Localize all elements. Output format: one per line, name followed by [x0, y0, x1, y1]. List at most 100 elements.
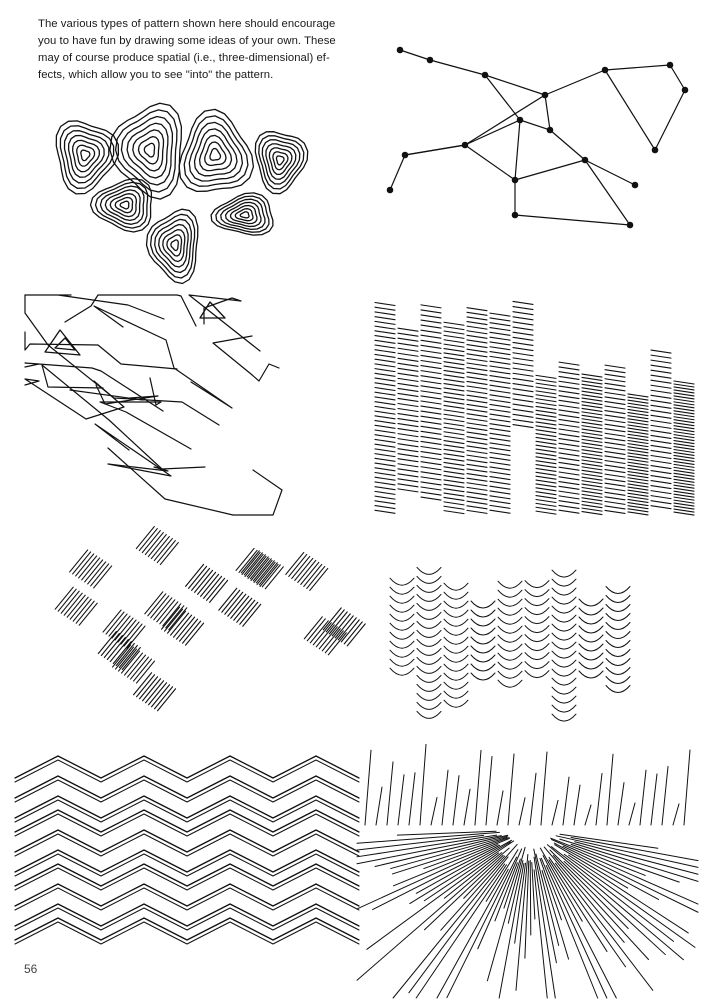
network-edge: [654, 89, 686, 151]
hatch-line: [531, 862, 536, 920]
maze-line: [24, 331, 178, 370]
hatch-line: [78, 602, 98, 626]
network-node: [666, 61, 674, 69]
hatch-line: [604, 414, 626, 419]
hatch-line: [443, 374, 465, 379]
hatch-line: [584, 804, 592, 826]
hatch-line: [627, 458, 649, 463]
hatch-line: [392, 837, 510, 887]
hatch-line: [466, 486, 488, 491]
hatch-line: [604, 369, 626, 374]
hatch-line: [661, 766, 669, 826]
arch-line: [551, 668, 577, 677]
hatch-line: [443, 852, 503, 899]
hatch-line: [627, 483, 649, 488]
hatch-line: [512, 362, 534, 367]
hatch-line: [466, 367, 488, 372]
hatch-line: [54, 586, 74, 610]
hatch-line: [650, 394, 672, 399]
hatch-line: [466, 307, 488, 312]
arch-line: [605, 649, 631, 657]
hatch-line: [264, 566, 284, 590]
hatch-line: [374, 476, 396, 481]
zigzag-line: [14, 853, 360, 877]
hatch-line: [374, 405, 396, 410]
hatch-line: [604, 500, 626, 505]
maze-line: [188, 294, 261, 352]
hatch-line: [535, 448, 557, 453]
hatch-line: [443, 383, 465, 388]
arch-line: [551, 650, 577, 659]
hatch-line: [512, 341, 534, 347]
hatch-line: [558, 457, 580, 462]
contour-line: [137, 135, 160, 165]
network-node: [651, 146, 659, 154]
hatch-line: [144, 591, 164, 615]
hatch-line: [683, 749, 691, 826]
hatch-line: [420, 314, 442, 319]
hatch-line: [318, 626, 338, 650]
hatch-line: [443, 444, 465, 449]
hatch-line: [374, 325, 396, 330]
hatch-line: [106, 636, 126, 661]
hatch-line: [650, 434, 672, 439]
hatch-line: [337, 617, 357, 641]
hatch-line: [512, 398, 534, 403]
arch-line: [551, 578, 577, 587]
hatch-line: [397, 407, 419, 413]
arch-line: [443, 699, 469, 708]
hatch-line: [466, 454, 488, 459]
hatch-line: [397, 367, 419, 372]
hatch-line: [627, 408, 649, 414]
network-node: [401, 151, 409, 159]
contour-line: [76, 144, 96, 167]
hatch-line: [397, 402, 419, 408]
arch-line: [470, 609, 496, 618]
contour-line: [193, 128, 238, 177]
contour-line: [67, 134, 105, 178]
zigzag-line: [14, 799, 360, 823]
arch-line: [605, 667, 631, 675]
hatch-line: [466, 426, 488, 432]
hatch-line: [247, 555, 267, 579]
contour-line: [258, 135, 305, 190]
hatch-line: [443, 400, 465, 405]
hatch-line: [489, 413, 511, 418]
hatch-line: [673, 445, 695, 451]
network-node: [631, 181, 639, 189]
hatch-line: [139, 676, 159, 700]
network-edge: [584, 159, 636, 186]
hatch-line: [512, 382, 534, 388]
arch-line: [443, 645, 469, 654]
hatch-line: [443, 418, 465, 423]
hatch-line: [627, 474, 649, 479]
contour-line: [170, 239, 179, 252]
hatch-line: [486, 846, 526, 982]
hatch-line: [374, 834, 509, 867]
hatch-line: [558, 361, 580, 366]
hatch-line: [489, 471, 511, 476]
network-edge: [519, 119, 551, 131]
hatch-line: [374, 486, 396, 491]
hatch-line: [374, 453, 396, 458]
hatch-line: [443, 339, 465, 344]
hatch-line: [374, 410, 396, 415]
hatch-line: [397, 453, 419, 458]
hatch-line: [466, 505, 488, 510]
hatch-line: [673, 472, 695, 477]
hatch-line: [573, 784, 581, 826]
hatch-line: [420, 466, 442, 471]
hatch-line: [150, 595, 170, 619]
hatch-line: [443, 483, 465, 488]
hatch-line: [66, 594, 86, 618]
arch-line: [524, 643, 550, 652]
hatch-line: [374, 443, 396, 448]
network-node: [386, 186, 394, 194]
hatch-line: [539, 858, 562, 921]
hatch-line: [420, 461, 442, 466]
hatch-line: [627, 393, 649, 398]
hatch-line: [535, 452, 557, 457]
hatch-line: [466, 357, 488, 362]
hatch-line: [331, 613, 351, 637]
hatch-line: [604, 478, 626, 483]
